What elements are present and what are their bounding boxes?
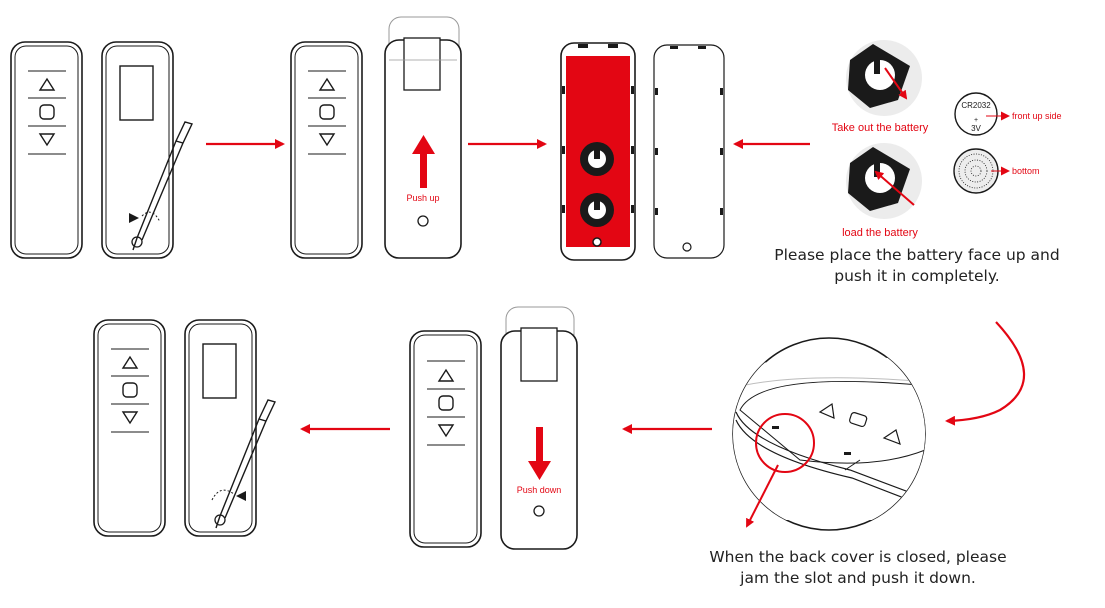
down-arrow-button-icon — [318, 133, 336, 147]
closeup-magnifier — [732, 337, 926, 531]
remote-front-step6 — [93, 319, 166, 537]
stop-button-icon — [319, 104, 335, 120]
up-arrow-button-icon — [121, 355, 139, 369]
remote-front-step1 — [10, 41, 83, 259]
push-up-label: Push up — [406, 193, 439, 203]
front-side-label: front up side — [1012, 111, 1062, 121]
close-instruction-line1: When the back cover is closed, please — [709, 548, 1007, 566]
up-arrow-button-icon — [318, 77, 336, 91]
battery-compartment-open — [560, 42, 636, 261]
coin-battery-icon — [580, 193, 614, 227]
remote-front-step2 — [290, 41, 363, 259]
battery-voltage: 3V — [971, 124, 981, 133]
take-out-battery-detail: Take out the battery — [832, 40, 929, 134]
coin-battery-icon — [580, 142, 614, 176]
remote-front-step5 — [409, 330, 482, 548]
down-arrow-button-icon — [121, 411, 139, 425]
remote-back-cover-push-up: Push up — [384, 16, 462, 259]
place-battery-instruction: Please place the battery face up and pus… — [740, 245, 1094, 287]
load-battery-detail: load the battery — [842, 143, 922, 239]
stop-button-icon — [438, 395, 454, 411]
load-label: load the battery — [842, 227, 918, 239]
screwdriver-icon — [215, 399, 276, 529]
place-instruction-line1: Please place the battery face up and — [774, 246, 1060, 264]
up-arrow-button-icon — [437, 368, 455, 382]
bottom-side-label: bottom — [1012, 166, 1040, 176]
up-arrow-button-icon — [38, 77, 56, 91]
remote-back-cover-push-down: Push down — [500, 306, 578, 550]
battery-front-side: CR2032 + 3V front up side — [954, 92, 1062, 136]
down-arrow-button-icon — [38, 133, 56, 147]
screwdriver-icon — [132, 121, 193, 251]
flow-arrow-icon — [945, 321, 1026, 426]
close-instruction-line2: jam the slot and push it down. — [740, 569, 976, 587]
take-out-label: Take out the battery — [832, 122, 929, 134]
place-instruction-line2: push it in completely. — [834, 267, 1000, 285]
stop-button-icon — [122, 382, 138, 398]
stop-button-icon — [39, 104, 55, 120]
battery-bottom-side: bottom — [953, 148, 1040, 194]
close-cover-instruction: When the back cover is closed, please ja… — [680, 547, 1036, 589]
battery-cover-removed — [653, 44, 725, 259]
battery-model: CR2032 — [961, 101, 991, 110]
battery-plus: + — [974, 117, 978, 124]
down-arrow-button-icon — [437, 424, 455, 438]
remote-back-step6 — [184, 319, 276, 537]
push-down-label: Push down — [517, 485, 562, 495]
remote-back-step1 — [101, 41, 193, 259]
